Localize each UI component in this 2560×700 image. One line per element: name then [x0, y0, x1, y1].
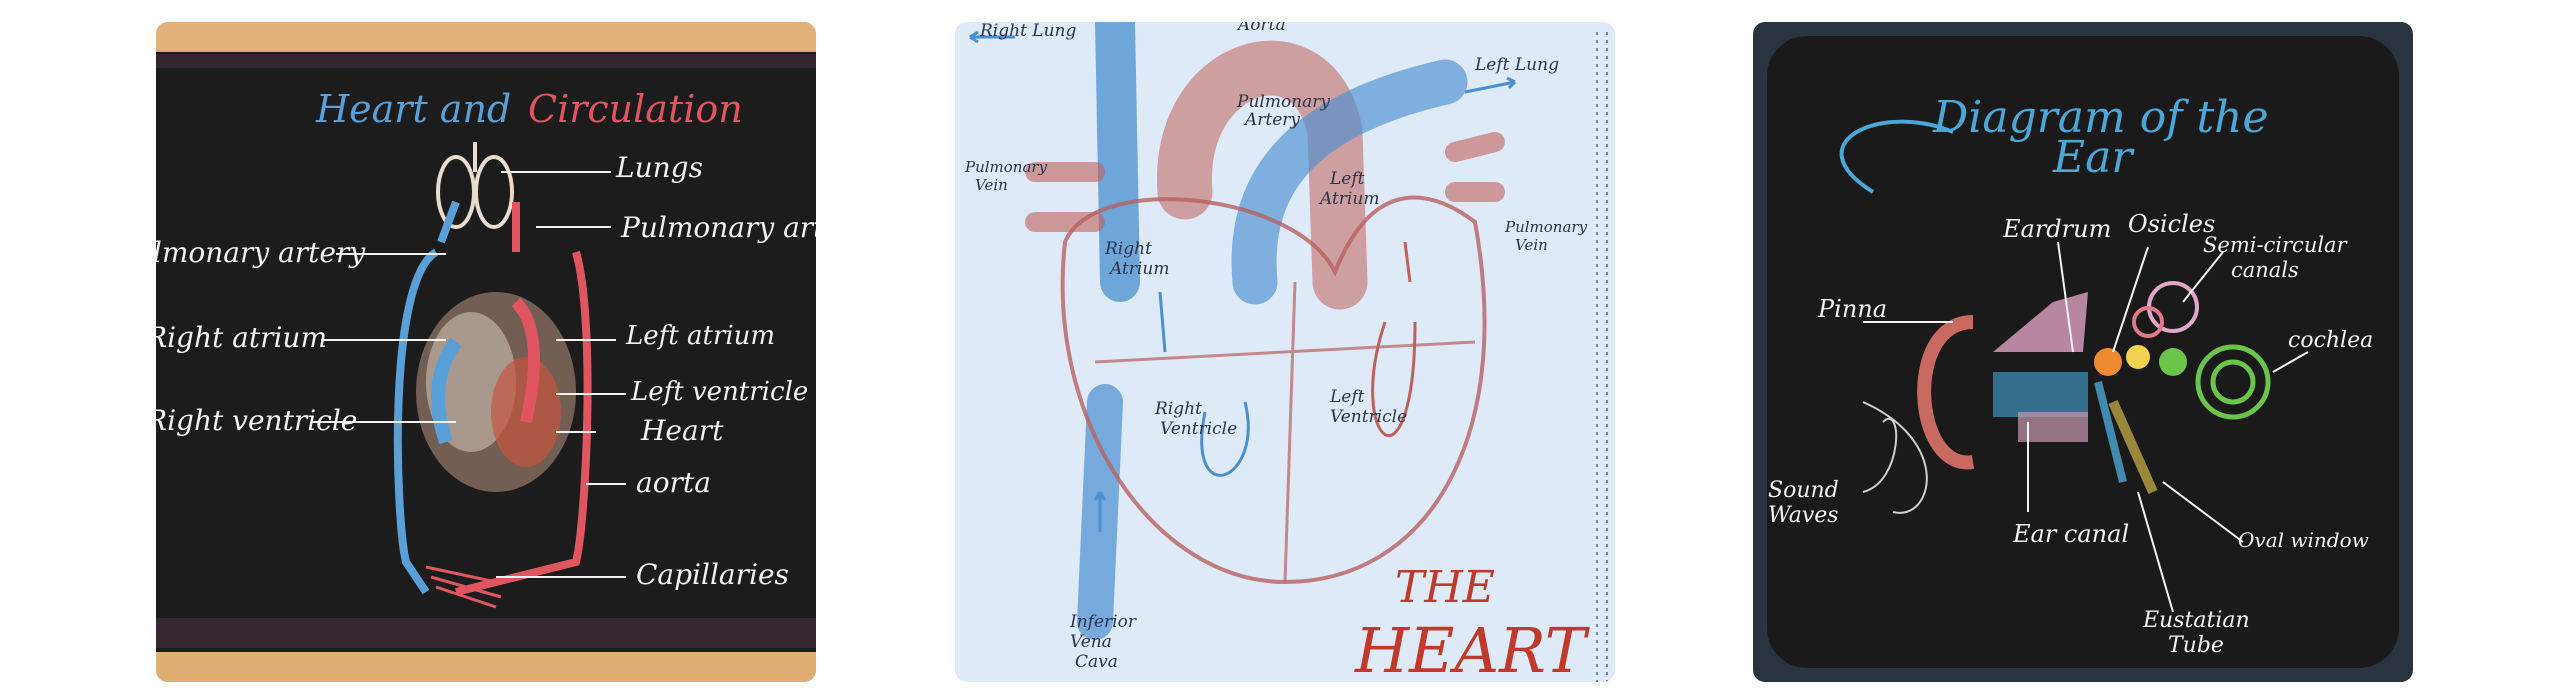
label-pulmonary-vein-right-1: Pulmonary: [1504, 218, 1588, 236]
label-right-ventricle: Right ventricle: [156, 404, 357, 437]
label-left-ventricle-2: Ventricle: [1330, 407, 1407, 427]
label-left-atrium-2: Atrium: [1318, 189, 1379, 209]
wood-top-rail: [156, 22, 816, 50]
lungs-drawing: [436, 142, 514, 229]
image-card-heart-circulation[interactable]: Heart and Circulation: [156, 22, 816, 682]
label-pulmonary-artery-1: Pulmonary: [1236, 92, 1330, 112]
label-inferior-3: Cava: [1075, 652, 1118, 672]
label-eustachian-1: Eustatian: [2142, 608, 2250, 633]
label-pulmonary-artery-left: Pulmonary artery: [156, 236, 366, 269]
label-waves: Waves: [1768, 503, 1839, 528]
label-inferior-2: Vena: [1070, 632, 1112, 652]
label-pulmonary-artery-2: Artery: [1243, 110, 1300, 130]
ear-drawing: [1862, 281, 2271, 514]
circulation-vessels: [393, 200, 592, 596]
title-diagram-of-the: Diagram of the: [1932, 92, 2269, 143]
capillaries-drawing: [425, 565, 502, 609]
leader-lines: [1863, 241, 2309, 613]
label-aorta: Aorta: [1236, 22, 1286, 35]
label-aorta: aorta: [636, 466, 711, 499]
label-pinna: Pinna: [1817, 295, 1887, 323]
label-cochlea: cochlea: [2288, 328, 2373, 353]
label-semicircular-2: canals: [2231, 258, 2299, 282]
label-capillaries: Capillaries: [636, 558, 789, 591]
title-swirl: [1839, 119, 1954, 194]
title-the: THE: [1395, 562, 1495, 613]
ear-diagram-image: Diagram of the Ear: [1753, 22, 2413, 682]
label-pulmonary-vein-left-1: Pulmonary: [964, 158, 1048, 176]
heart-circulation-image: Heart and Circulation: [156, 22, 816, 682]
label-left-atrium: Left atrium: [625, 321, 775, 351]
label-oval-window: Oval window: [2238, 528, 2369, 552]
label-right-lung: Right Lung: [979, 22, 1076, 41]
label-right-atrium: Right atrium: [156, 321, 327, 354]
label-sound: Sound: [1768, 478, 1839, 503]
heart-drawing: [416, 292, 576, 492]
heart-chambers-walls: [1094, 281, 1476, 583]
label-ossicles: Osicles: [2128, 210, 2215, 238]
label-eustachian-2: Tube: [2168, 633, 2224, 658]
label-pulmonary-artery-right: Pulmonary artery: [620, 211, 816, 244]
label-left-ventricle-1: Left: [1329, 387, 1365, 407]
the-heart-image: Right Lung Aorta Left Lung Pulmonary Art…: [955, 22, 1615, 682]
label-left-lung: Left Lung: [1474, 55, 1559, 75]
title-heart-and: Heart and: [315, 87, 511, 131]
vessels: [1025, 22, 1505, 640]
label-ear-canal: Ear canal: [2012, 520, 2129, 548]
image-card-ear-diagram[interactable]: Diagram of the Ear: [1753, 22, 2413, 682]
label-heart: Heart: [640, 414, 724, 447]
title-circulation: Circulation: [528, 87, 743, 131]
label-left-atrium-1: Left: [1329, 169, 1365, 189]
image-card-the-heart[interactable]: Right Lung Aorta Left Lung Pulmonary Art…: [955, 22, 1615, 682]
flow-arrows: [969, 30, 1517, 532]
title-ear: Ear: [2052, 132, 2135, 183]
leader-lines: [311, 171, 626, 578]
label-left-ventricle: Left ventricle: [630, 377, 808, 407]
chalk-dust-band: [156, 618, 816, 648]
label-right-ventricle-1: Right: [1154, 399, 1202, 419]
label-lungs: Lungs: [615, 151, 703, 184]
label-semicircular-1: Semi-circular: [2203, 233, 2349, 257]
label-right-atrium-1: Right: [1104, 239, 1152, 259]
label-right-ventricle-2: Ventricle: [1160, 419, 1237, 439]
label-pulmonary-vein-right-2: Vein: [1515, 236, 1548, 254]
title-heart: HEART: [1354, 614, 1591, 682]
heart-outline: [1060, 195, 1487, 585]
wood-bottom-rail: [156, 650, 816, 682]
flow-arrows-red: [1371, 241, 1417, 438]
label-inferior-1: Inferior: [1069, 612, 1137, 632]
label-right-atrium-2: Atrium: [1108, 259, 1169, 279]
label-pulmonary-vein-left-2: Vein: [975, 176, 1008, 194]
label-eardrum: Eardrum: [2002, 215, 2111, 243]
